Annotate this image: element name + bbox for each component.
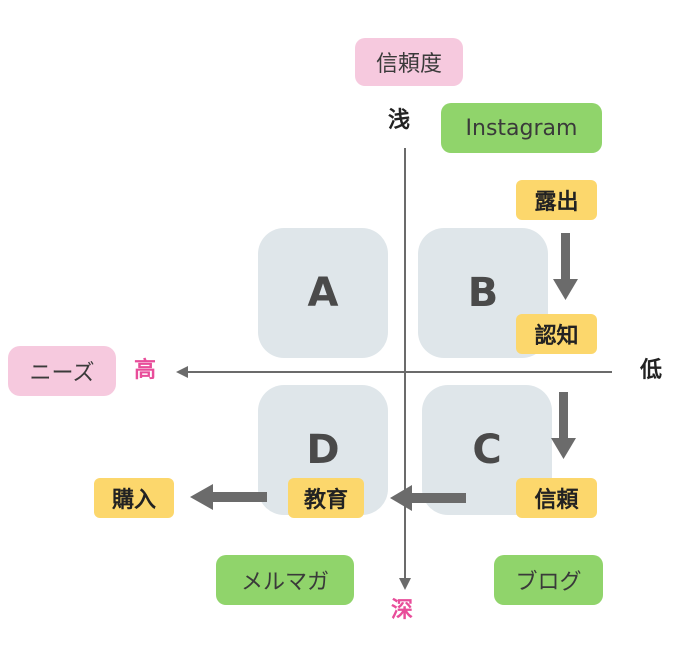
horizontal-axis-right-label: 低 — [640, 358, 663, 383]
stage-exposure: 露出 — [516, 180, 597, 220]
flow-arrow-exposure-recognition — [553, 233, 578, 300]
quadrant-a: A — [258, 228, 388, 358]
vertical-axis-title: 信頼度 — [355, 38, 463, 86]
horizontal-axis-arrowhead — [176, 366, 188, 378]
vertical-axis-arrowhead — [399, 578, 411, 590]
channel-instagram: Instagram — [441, 103, 602, 153]
channel-blog: ブログ — [494, 555, 603, 605]
vertical-axis-top-label: 浅 — [388, 108, 411, 133]
channel-mailmag: メルマガ — [216, 555, 354, 605]
stage-purchase: 購入 — [94, 478, 174, 518]
horizontal-axis-title: ニーズ — [8, 346, 116, 396]
horizontal-axis-left-label: 高 — [134, 358, 157, 383]
stage-trust: 信頼 — [516, 478, 597, 518]
stage-education: 教育 — [288, 478, 364, 518]
vertical-axis-bottom-label: 深 — [391, 598, 414, 623]
stage-recognition: 認知 — [516, 314, 597, 354]
flow-arrow-education-purchase — [190, 484, 267, 510]
flow-arrow-trust-education — [390, 485, 466, 511]
flow-arrow-recognition-trust — [551, 392, 576, 459]
